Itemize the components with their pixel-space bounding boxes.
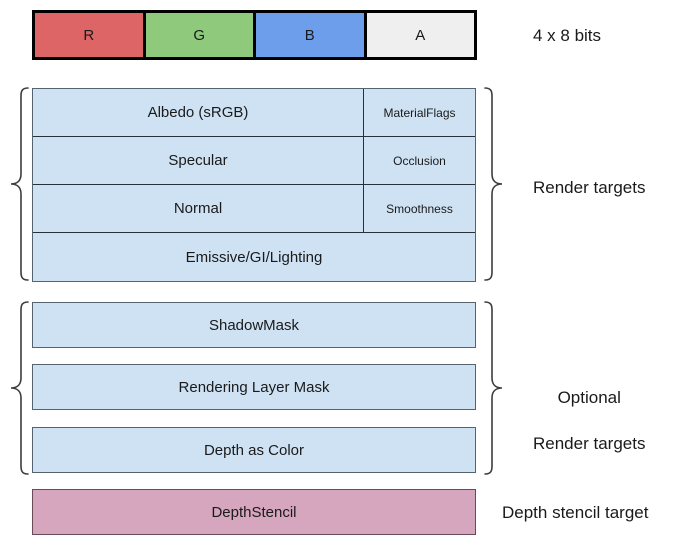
- channel-label-a: A: [415, 26, 426, 44]
- channel-label-r: R: [83, 26, 95, 44]
- optional-render-target-box: Rendering Layer Mask: [32, 364, 476, 410]
- optional-render-target-label: ShadowMask: [208, 316, 300, 334]
- optional-render-targets-left-brace: [10, 301, 29, 475]
- render-target-alpha-cell: Smoothness: [364, 185, 475, 232]
- render-target-alpha-label: Smoothness: [386, 201, 453, 216]
- optional-render-targets-caption-line2: Render targets: [533, 434, 646, 453]
- render-targets-table: Albedo (sRGB) MaterialFlags Specular Occ…: [32, 88, 476, 282]
- depth-stencil-box: DepthStencil: [32, 489, 476, 535]
- render-targets-caption: Render targets: [533, 178, 646, 197]
- render-target-main-label: Specular: [168, 152, 228, 169]
- render-target-main-label: Normal: [173, 200, 223, 217]
- optional-render-targets-caption-line1: Optional: [557, 388, 621, 407]
- render-target-main-cell: Albedo (sRGB): [33, 89, 364, 136]
- render-target-main-cell: Normal: [33, 185, 364, 232]
- rgba-channel-bar: R G B A: [32, 10, 477, 60]
- optional-render-target-box: ShadowMask: [32, 302, 476, 348]
- channel-label-b: B: [304, 26, 315, 44]
- depth-stencil-label: DepthStencil: [211, 503, 297, 521]
- channel-bar-caption: 4 x 8 bits: [533, 26, 602, 45]
- optional-render-target-label: Rendering Layer Mask: [178, 378, 330, 396]
- render-target-alpha-cell: MaterialFlags: [364, 89, 475, 136]
- optional-render-target-label: Depth as Color: [203, 441, 305, 459]
- render-target-row: Emissive/GI/Lighting: [33, 233, 475, 281]
- channel-cell-r: R: [35, 13, 146, 57]
- render-target-row: Specular Occlusion: [33, 137, 475, 185]
- render-target-row: Albedo (sRGB) MaterialFlags: [33, 89, 475, 137]
- optional-render-targets-caption: Optional Render targets: [533, 363, 645, 478]
- optional-render-targets-right-brace: [484, 301, 503, 475]
- channel-cell-a: A: [366, 13, 474, 57]
- channel-cell-g: G: [145, 13, 256, 57]
- render-target-main-label: Albedo (sRGB): [147, 104, 249, 121]
- render-target-alpha-label: Occlusion: [393, 153, 446, 168]
- channel-cell-b: B: [256, 13, 367, 57]
- render-target-main-cell: Specular: [33, 137, 364, 184]
- render-target-main-label: Emissive/GI/Lighting: [185, 248, 323, 266]
- render-targets-right-brace: [484, 87, 503, 281]
- render-target-alpha-cell: Occlusion: [364, 137, 475, 184]
- channel-label-g: G: [193, 26, 206, 44]
- depth-stencil-caption: Depth stencil target: [502, 503, 649, 522]
- render-target-main-cell: Emissive/GI/Lighting: [33, 233, 475, 281]
- render-target-row: Normal Smoothness: [33, 185, 475, 233]
- render-targets-left-brace: [10, 87, 29, 281]
- optional-render-target-box: Depth as Color: [32, 427, 476, 473]
- render-target-alpha-label: MaterialFlags: [383, 105, 456, 120]
